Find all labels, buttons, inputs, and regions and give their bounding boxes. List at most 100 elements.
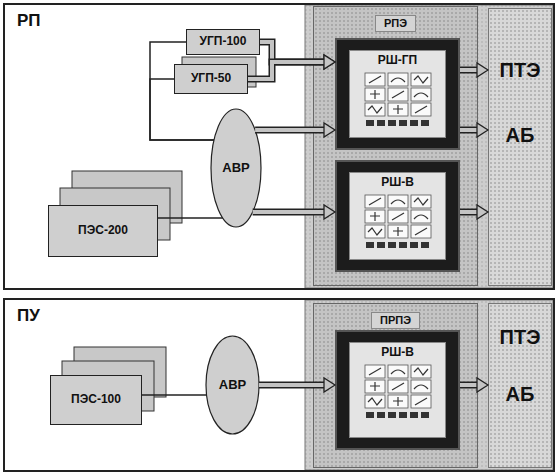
icon-glyph [414,385,428,389]
icon-glyph [392,383,404,390]
box-label: УГП-100 [200,35,247,49]
box-label: РШ-В [381,176,414,190]
icon-glyph [415,398,427,405]
icon-tile [388,103,408,116]
control-panel-icon [363,363,433,421]
icon-glyph [414,215,428,219]
box-label: ПЭС-200 [78,224,128,238]
box-label: АБ [506,383,535,406]
switch-ellipse-shape [211,109,261,227]
panel-title: РП [17,11,41,31]
site-panel: РП УГП-100УГП-50АВР ПЭС-200 РПЭ РШ-ГП РШ-В ПТЭ… [3,3,555,290]
box-label: АВР [222,161,249,176]
connector [142,395,207,396]
arrowhead [477,205,488,219]
icon-tile [411,380,431,393]
icon-glyph [414,198,428,205]
cabinet-box: РШ-В [335,160,460,272]
cabinet-box: РШ-В [335,330,460,450]
module-box: ПРПЭ РШ-В [313,303,478,468]
icon-glyph [392,91,404,98]
icon-tile [411,103,431,116]
icon-tile [365,380,385,393]
icon-tile [365,210,385,223]
icon-glyph [370,212,380,221]
icon-tile [388,225,408,238]
icon-tile [411,88,431,101]
cabinet-face: РШ-ГП [349,50,446,138]
icon-tile [365,103,385,116]
icon-button [366,120,374,126]
icon-tile [411,210,431,223]
icon-tile [388,380,408,393]
icon-button [399,120,407,126]
box-label: РШ-В [381,346,414,360]
icon-glyph [392,213,404,220]
icon-button [377,120,385,126]
connector-line [142,394,207,396]
icon-glyph [370,90,380,99]
icon-glyph [415,228,427,235]
arrowhead [477,63,488,77]
icon-glyph [369,368,381,375]
control-panel-icon [363,193,433,251]
icon-tile [411,225,431,238]
icon-button [410,412,418,418]
box-label: ПРПЭ [371,312,420,329]
icon-glyph [368,228,382,235]
consumer-box: ПТЭАБ [488,8,552,286]
icon-glyph [393,397,403,406]
icon-glyph [393,227,403,236]
arrowhead [477,123,488,137]
icon-glyph [414,76,428,83]
icon-glyph [369,76,381,83]
equipment-zone [305,300,553,470]
icon-tile [411,73,431,86]
control-panel-icon [363,71,433,129]
icon-button [410,242,418,248]
switch-ellipse: АВР [205,335,260,435]
connector [158,218,223,219]
icon-button [421,242,429,248]
icon-tile [411,195,431,208]
icon-tile [388,210,408,223]
icon-glyph [393,105,403,114]
box-label: АБ [506,124,535,147]
switch-ellipse-shape [206,336,259,434]
icon-tile [365,73,385,86]
icon-button [388,242,396,248]
icon-tile [365,225,385,238]
icon-tile [388,365,408,378]
icon-tile [388,88,408,101]
icon-glyph [369,198,381,205]
icon-tile [365,395,385,408]
box-label: РПЭ [375,15,416,32]
icon-glyph [414,368,428,375]
icon-glyph [415,106,427,113]
icon-glyph [391,370,405,374]
icon-tile [388,73,408,86]
icon-glyph [370,382,380,391]
icon-button [366,412,374,418]
panel-title: ПУ [17,306,40,326]
connector-line [158,217,223,219]
unit-box: УГП-100 [186,29,260,55]
consumer-box: ПТЭ АБ [488,303,552,468]
module-box: РПЭ РШ-ГП РШ-В [313,6,478,286]
site-panel: ПУ ПЭС-100 АВР ПРПЭ РШ-В ПТЭ АБ [3,298,555,472]
icon-button [377,242,385,248]
icon-glyph [368,106,382,113]
cabinet-face: РШ-В [349,172,446,260]
generator-box: ПЭС-200 [48,205,158,257]
icon-glyph [391,200,405,204]
cabinet-box: РШ-ГП [335,38,460,150]
icon-tile [411,365,431,378]
generator-box: ПЭС-100 [50,375,142,425]
box-label: ПТЭ [500,326,541,349]
equipment-zone [305,5,553,288]
icon-button [410,120,418,126]
cabinet-face: РШ-В [349,342,446,438]
box-label: УГП-50 [191,72,231,86]
box-label: ПЭС-100 [71,393,121,407]
